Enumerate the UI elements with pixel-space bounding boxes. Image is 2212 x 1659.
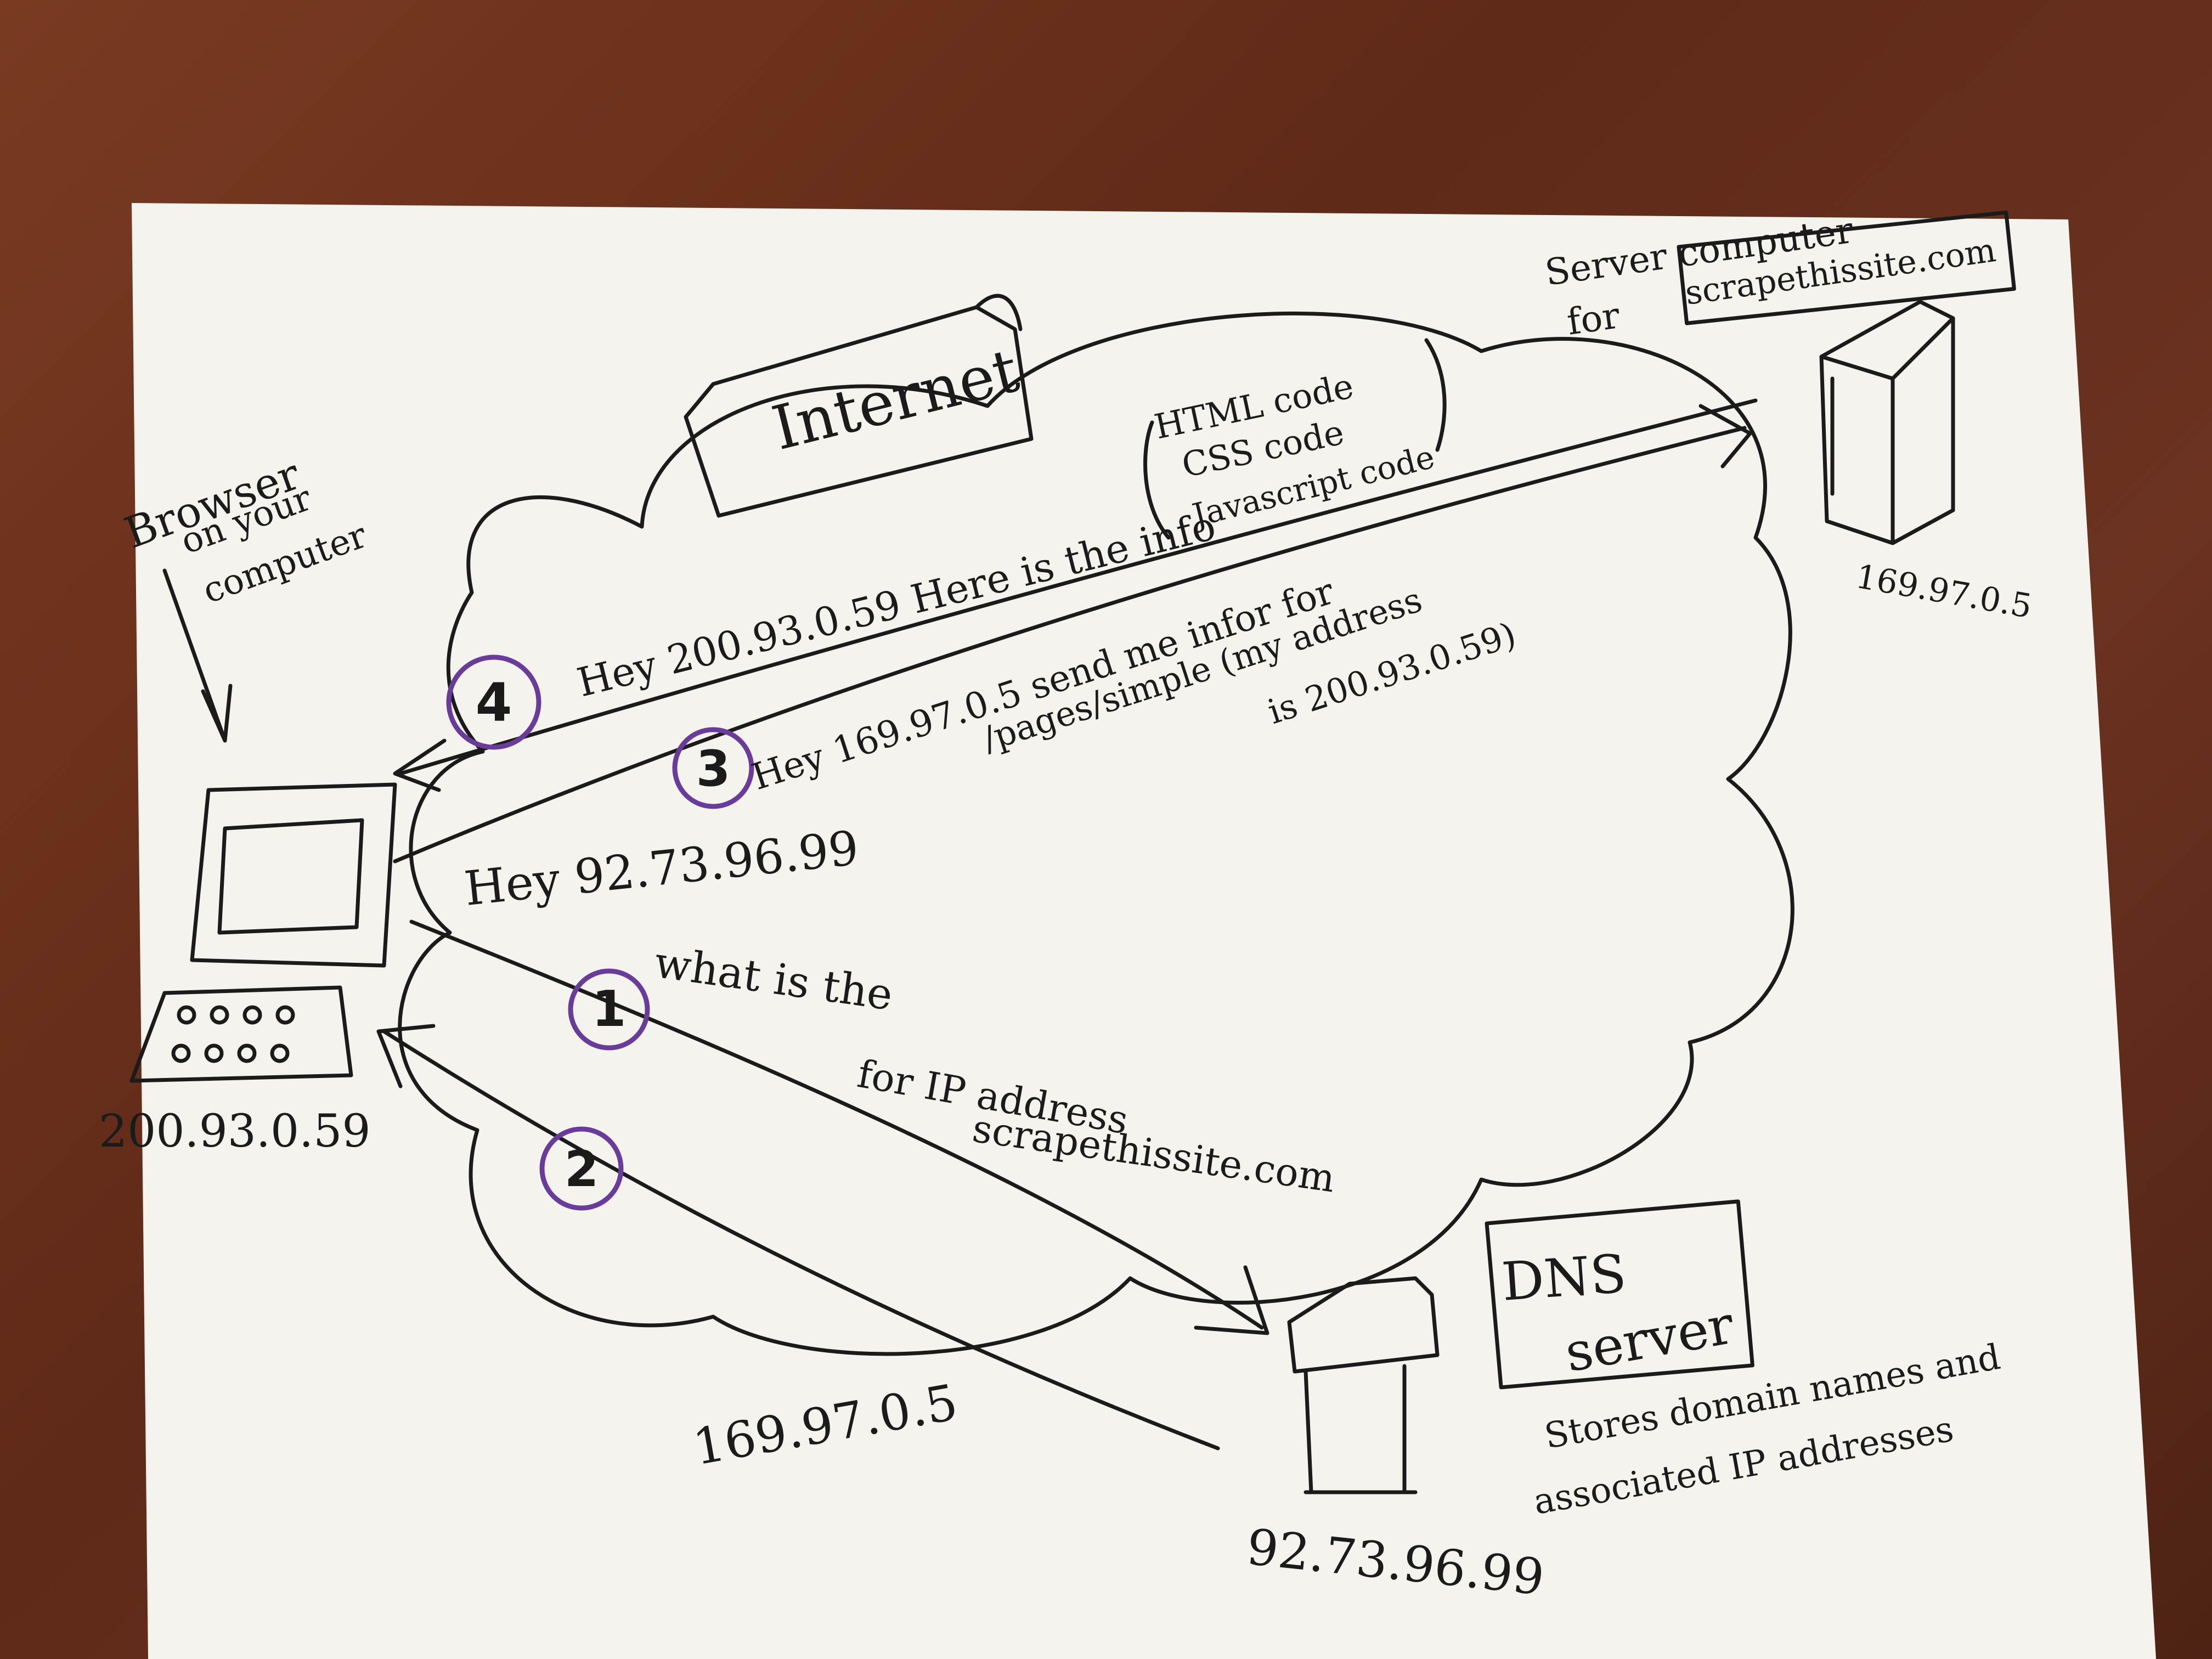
step-1-number: 1 — [592, 980, 627, 1038]
dns-server-tower — [1287, 1276, 1440, 1494]
browser-computer — [129, 782, 397, 1083]
key — [177, 1005, 196, 1025]
key — [242, 1005, 262, 1025]
browser-ip: 200.93.0.59 — [99, 1105, 371, 1158]
browser-pointer-arrow — [162, 568, 233, 743]
dns-label-line1: DNS — [1500, 1243, 1628, 1313]
key — [237, 1043, 257, 1063]
internet-banner-curl — [974, 294, 1023, 331]
server-tower — [1819, 300, 1955, 545]
code-bracket — [1143, 338, 1447, 540]
step-3-circle — [672, 727, 754, 809]
monitor — [190, 782, 397, 968]
monitor-screen — [217, 818, 364, 935]
key — [275, 1005, 295, 1025]
paper-sheet — [132, 203, 2156, 1659]
step-3-number: 3 — [696, 740, 731, 798]
keyboard — [129, 985, 353, 1083]
step-1-circle — [568, 968, 650, 1051]
step-2-circle — [539, 1126, 624, 1211]
step-4-circle — [446, 654, 541, 750]
dns-label-box — [1485, 1199, 1754, 1390]
arrow-step-2 — [376, 1024, 1220, 1451]
arrow-step-4 — [393, 398, 1758, 792]
server-domain-box — [1677, 210, 2016, 325]
key — [204, 1043, 224, 1063]
key — [210, 1005, 229, 1025]
arrow-step-3 — [393, 404, 1752, 864]
key — [270, 1043, 290, 1063]
arrow-step-1 — [409, 919, 1269, 1335]
key — [171, 1043, 191, 1063]
step-4-number: 4 — [476, 672, 512, 733]
step-2-number: 2 — [565, 1141, 599, 1198]
server-label-line2: for — [1565, 294, 1623, 343]
